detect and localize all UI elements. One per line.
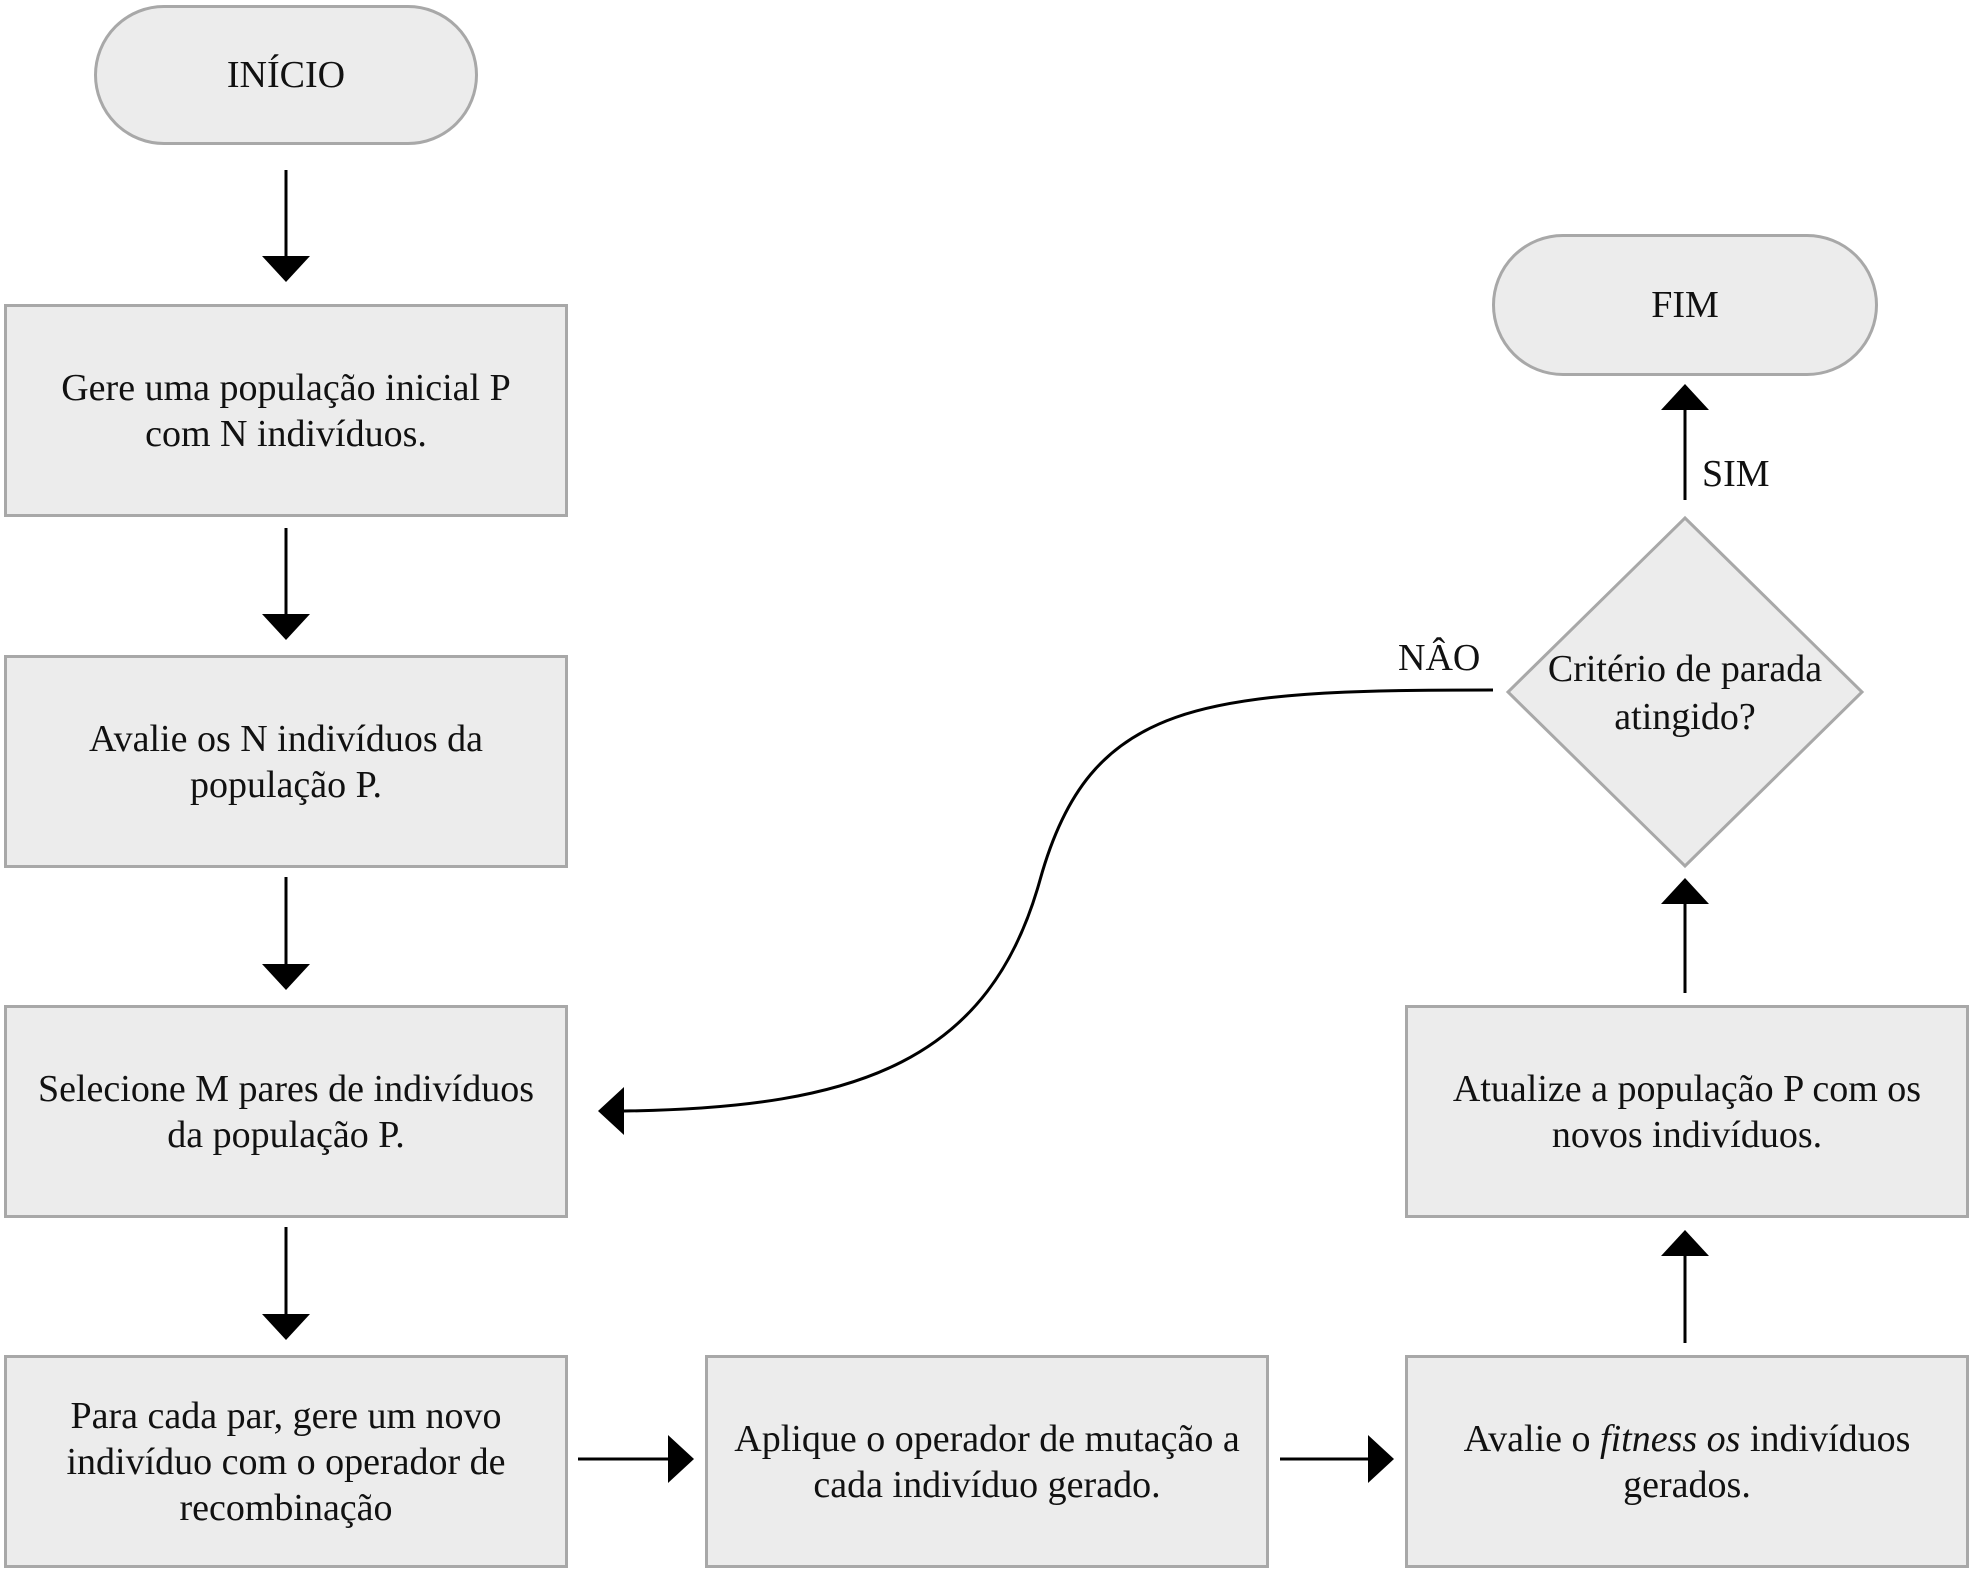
mutation-text: Aplique o operador de mutação a cada ind… xyxy=(734,1417,1240,1506)
arrowhead-fitness-to-update xyxy=(1661,1230,1709,1256)
fitness-evaluation-text: Avalie o fitness os indivíduos gerados. xyxy=(1426,1416,1948,1508)
start-label: INÍCIO xyxy=(226,54,346,96)
no-label: NÂO xyxy=(1398,637,1481,679)
decision-diamond xyxy=(1505,515,1865,869)
generate-population-box: Gere uma população inicial P com N indiv… xyxy=(4,304,568,517)
recombination-text: Para cada par, gere um novo indivíduo co… xyxy=(66,1394,506,1529)
update-population-text: Atualize a população P com os novos indi… xyxy=(1452,1067,1922,1156)
start-terminal: INÍCIO xyxy=(94,5,478,145)
select-pairs-text: Selecione M pares de indivíduos da popul… xyxy=(37,1067,534,1156)
select-pairs-box: Selecione M pares de indivíduos da popul… xyxy=(4,1005,568,1218)
decision-text: Critério de parada atingido? xyxy=(1547,648,1823,738)
mutation-box: Aplique o operador de mutação a cada ind… xyxy=(705,1355,1269,1568)
arrowhead-generate-to-evaluate xyxy=(262,614,310,640)
generate-population-text: Gere uma população inicial P com N indiv… xyxy=(61,366,511,455)
update-population-box: Atualize a população P com os novos indi… xyxy=(1405,1005,1969,1218)
evaluate-population-text: Avalie os N indivíduos da população P. xyxy=(88,717,484,806)
arrowhead-recombine-to-mutate xyxy=(668,1435,694,1483)
fitness-text-italic: fitness os xyxy=(1600,1417,1741,1460)
arrowhead-update-to-decision xyxy=(1661,878,1709,904)
fitness-evaluation-box: Avalie o fitness os indivíduos gerados. xyxy=(1405,1355,1969,1568)
arrowhead-decision-to-end xyxy=(1661,384,1709,410)
arrow-decision-to-select xyxy=(623,688,1494,1113)
arrowhead-select-to-recombine xyxy=(262,1314,310,1340)
evaluate-population-box: Avalie os N indivíduos da população P. xyxy=(4,655,568,868)
fitness-text-before: Avalie o xyxy=(1463,1417,1601,1460)
yes-label: SIM xyxy=(1702,453,1770,495)
end-label: FIM xyxy=(1651,284,1719,326)
arrowhead-start-to-generate xyxy=(262,256,310,282)
arrowhead-decision-to-select xyxy=(598,1087,624,1135)
arrowhead-mutate-to-fitness xyxy=(1368,1435,1394,1483)
end-terminal: FIM xyxy=(1492,234,1878,376)
fitness-text-after: indivíduos gerados. xyxy=(1623,1417,1911,1506)
arrowhead-evaluate-to-select xyxy=(262,964,310,990)
recombination-box: Para cada par, gere um novo indivíduo co… xyxy=(4,1355,568,1568)
